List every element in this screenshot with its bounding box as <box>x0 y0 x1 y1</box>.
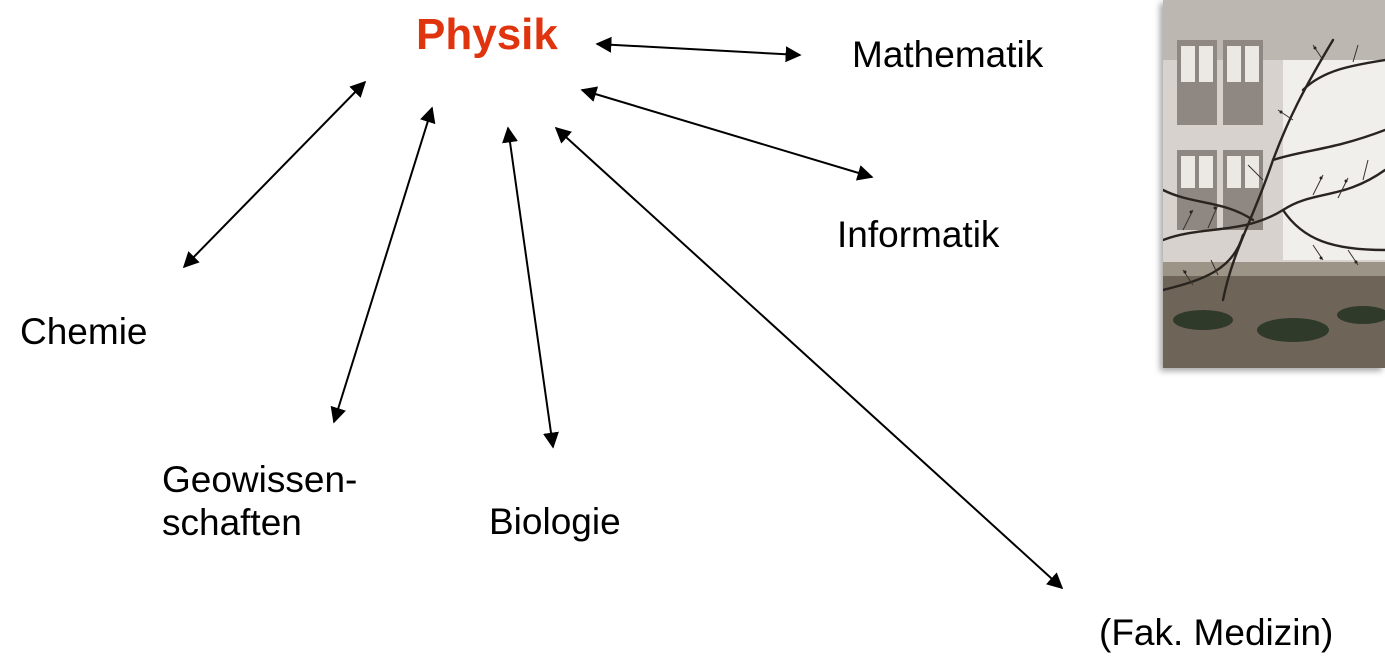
node-label-line-2: schaften <box>162 501 302 543</box>
node-informatik: Informatik <box>837 214 999 257</box>
arrow-physik-geowissenschaften <box>330 106 436 424</box>
node-label: (Fak. Medizin) <box>1099 612 1334 653</box>
arrow-physik-informatik <box>580 86 874 181</box>
node-label: Informatik <box>837 214 1000 255</box>
arrow-physik-mathematik <box>595 36 802 63</box>
building-photo-image <box>1163 0 1385 368</box>
node-label: Mathematik <box>852 34 1044 75</box>
center-node-physik: Physik <box>416 10 558 60</box>
node-label: Chemie <box>20 311 148 352</box>
node-chemie: Chemie <box>20 311 148 354</box>
arrow-physik-medizin <box>554 126 1064 590</box>
arrow-physik-biologie <box>502 126 559 449</box>
node-biologie: Biologie <box>489 501 621 544</box>
node-label: Biologie <box>489 501 621 542</box>
node-label-line-1: Geowissen- <box>162 459 358 500</box>
arrow-physik-chemie <box>182 80 367 269</box>
node-medizin: (Fak. Medizin) <box>1099 612 1333 655</box>
center-node-label: Physik <box>416 10 558 59</box>
node-mathematik: Mathematik <box>852 34 1043 77</box>
building-photo <box>1163 0 1385 368</box>
node-geowissenschaften: Geowissen- schaften <box>162 459 357 544</box>
